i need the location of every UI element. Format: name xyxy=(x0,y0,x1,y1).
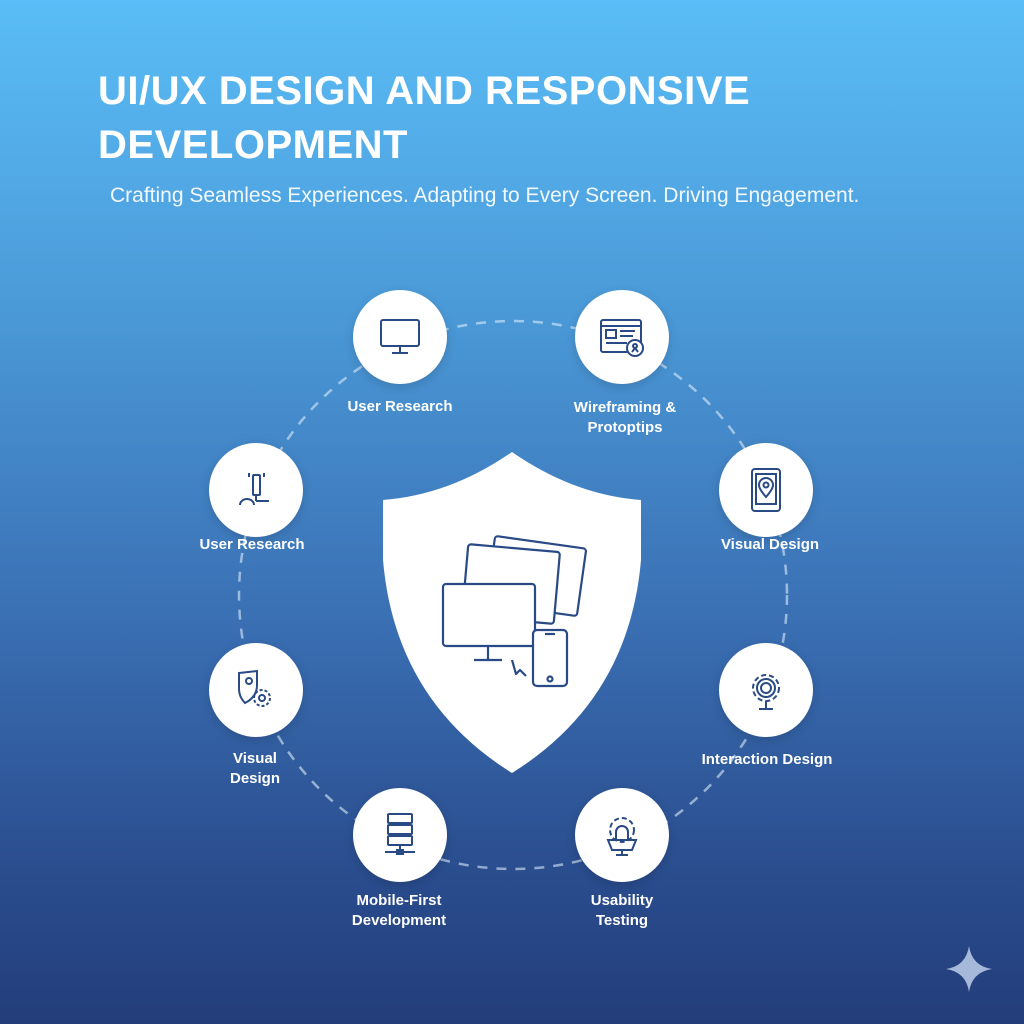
node-mobile-first xyxy=(353,788,447,882)
server-icon xyxy=(385,813,415,855)
node-label: User Research xyxy=(347,398,453,415)
gear-icon xyxy=(752,674,780,710)
page-title: UI/UX DESIGN AND RESPONSIVE DEVELOPMENT xyxy=(98,69,751,167)
shield-gear-icon xyxy=(238,669,271,707)
node-usability-testing xyxy=(575,788,669,882)
page-subtitle: Crafting Seamless Experiences. Adapting … xyxy=(110,184,860,207)
node-interaction-design xyxy=(719,643,813,737)
lock-gear-icon xyxy=(606,817,638,856)
node-wireframing xyxy=(575,290,669,384)
tablet-location-icon xyxy=(751,468,781,512)
node-user-research-left xyxy=(209,443,303,537)
node-user-research-top xyxy=(353,290,447,384)
node-label: User Research xyxy=(199,536,305,553)
sparkle-icon xyxy=(946,946,992,992)
stylus-icon xyxy=(239,473,269,506)
wireframe-user-icon xyxy=(600,319,644,357)
node-visual-design-left xyxy=(209,643,303,737)
node-label: Visual Design xyxy=(720,536,820,553)
center-shield xyxy=(383,452,641,773)
node-label: Wireframing &Protoptips xyxy=(573,399,677,436)
node-visual-design-right xyxy=(719,443,813,537)
node-label: Interaction Design xyxy=(701,751,833,768)
responsive-devices-icon xyxy=(441,535,587,688)
monitor-icon xyxy=(380,319,420,354)
dashed-ring xyxy=(237,319,789,871)
